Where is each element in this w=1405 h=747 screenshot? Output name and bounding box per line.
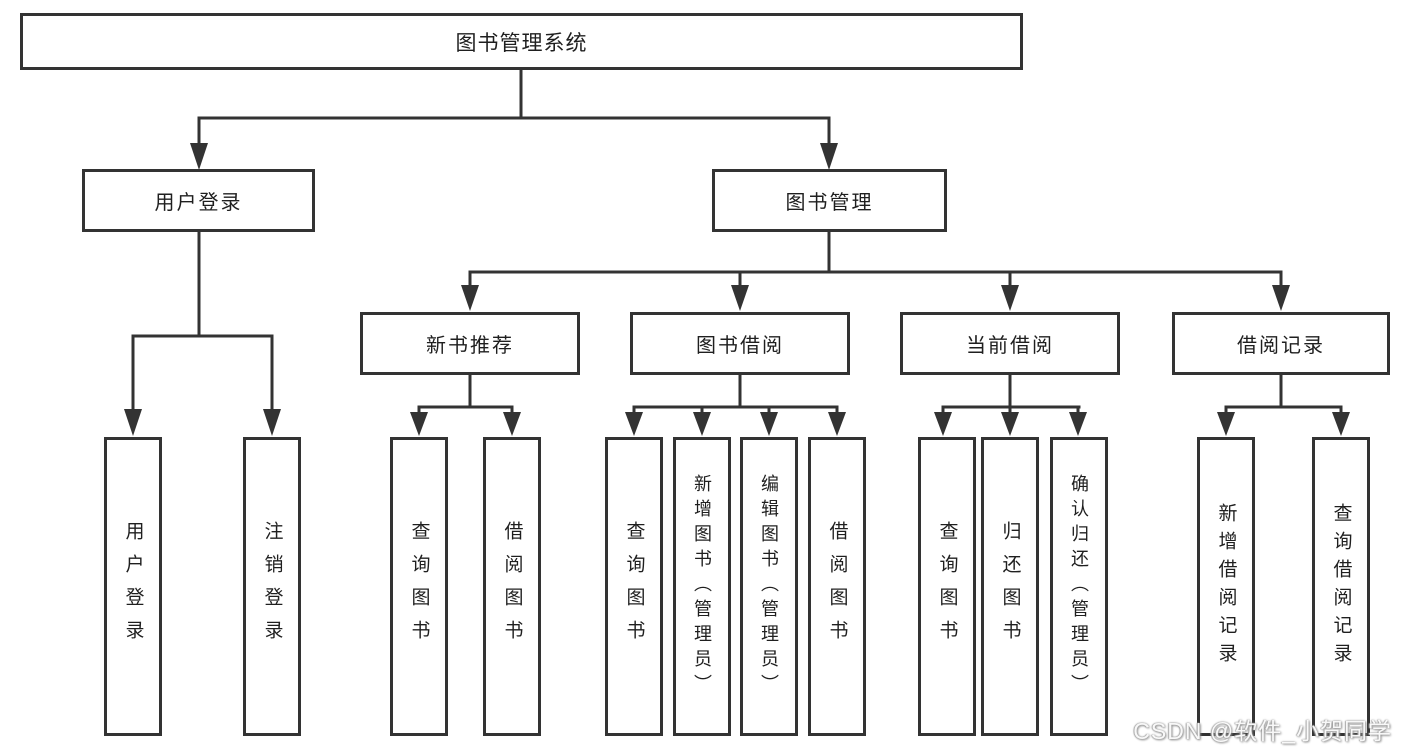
leaf-confirm-return-admin: 确认归还（管理员） — [1050, 437, 1108, 736]
node-user-login: 用户登录 — [82, 169, 315, 232]
leaf-query-books-current: 查询图书 — [918, 437, 976, 736]
leaf-query-borrow-record: 查询借阅记录 — [1312, 437, 1370, 736]
leaf-return-books: 归还图书 — [981, 437, 1039, 736]
leaf-borrow-books-borrowing: 借阅图书 — [808, 437, 866, 736]
csdn-watermark: CSDN @软件_小贺同学 — [1133, 718, 1392, 744]
node-current-borrowing: 当前借阅 — [900, 312, 1120, 375]
leaf-add-books-admin: 新增图书（管理员） — [673, 437, 731, 736]
leaf-borrow-books-recommend: 借阅图书 — [483, 437, 541, 736]
leaf-query-books-recommend: 查询图书 — [390, 437, 448, 736]
leaf-edit-books-admin: 编辑图书（管理员） — [740, 437, 798, 736]
leaf-query-books-borrowing: 查询图书 — [605, 437, 663, 736]
node-book-management: 图书管理 — [712, 169, 947, 232]
leaf-logout-login: 注销登录 — [243, 437, 301, 736]
leaf-user-login: 用户登录 — [104, 437, 162, 736]
leaf-add-borrow-record: 新增借阅记录 — [1197, 437, 1255, 736]
node-borrowing-records: 借阅记录 — [1172, 312, 1390, 375]
node-new-book-recommend: 新书推荐 — [360, 312, 580, 375]
node-library-management-system: 图书管理系统 — [20, 13, 1023, 70]
node-book-borrowing: 图书借阅 — [630, 312, 850, 375]
